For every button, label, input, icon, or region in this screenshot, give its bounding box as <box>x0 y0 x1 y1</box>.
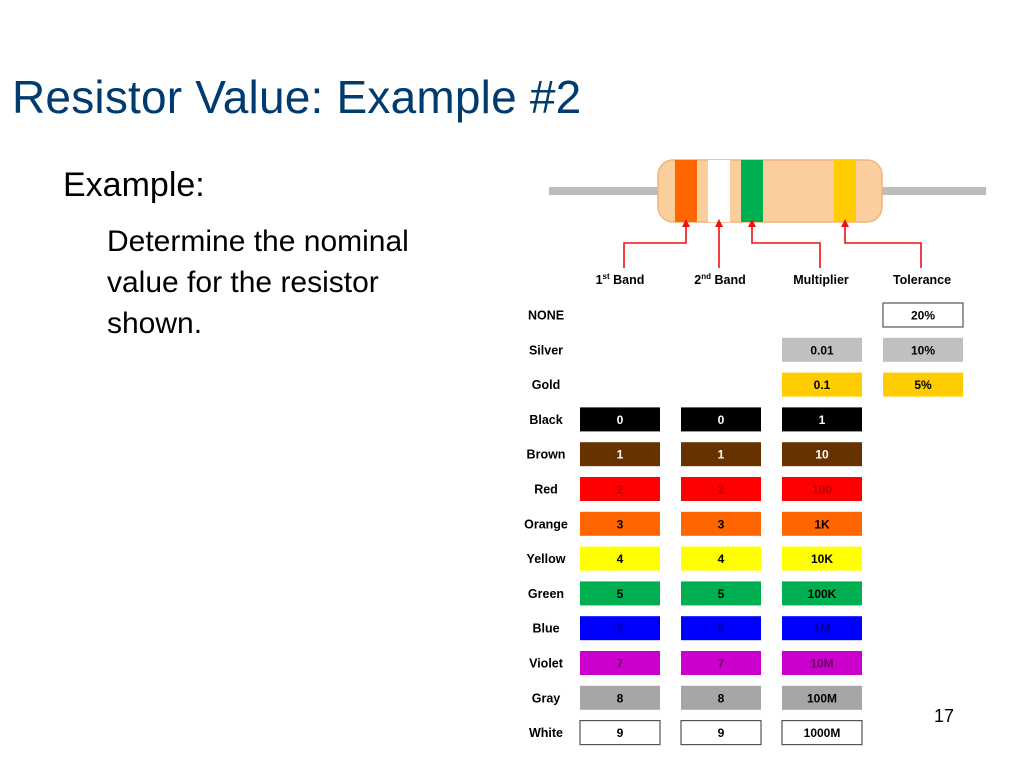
cell-value-digit1-brown: 1 <box>617 448 624 462</box>
row-label-gray: Gray <box>532 691 561 705</box>
cell-value-digit1-black: 0 <box>617 413 624 427</box>
cell-value-digit1-violet: 7 <box>617 657 624 671</box>
band-1 <box>675 160 697 222</box>
cell-value-tolerance-silver: 10% <box>911 343 935 357</box>
cell-value-digit2-white: 9 <box>718 726 725 740</box>
header-band-2: 2nd Band <box>694 272 745 287</box>
pointer-band-3 <box>752 223 820 268</box>
table-headers: 1st Band 2nd Band Multiplier Tolerance <box>596 272 952 287</box>
cell-value-tolerance-none: 20% <box>911 309 935 323</box>
cell-value-multiplier-white: 1000M <box>804 726 841 740</box>
pointer-band-1 <box>624 223 686 268</box>
left-lead <box>549 187 661 195</box>
band-2 <box>708 160 730 222</box>
band-4 <box>834 160 856 222</box>
cell-value-digit2-orange: 3 <box>718 517 725 531</box>
row-label-white: White <box>529 726 563 740</box>
band-3 <box>741 160 763 222</box>
pointer-band-4 <box>845 223 921 268</box>
cell-value-digit2-gray: 8 <box>718 691 725 705</box>
cell-value-multiplier-yellow: 10K <box>811 552 833 566</box>
cell-value-multiplier-black: 1 <box>819 413 826 427</box>
cell-value-digit2-black: 0 <box>718 413 725 427</box>
cell-value-digit1-blue: 6 <box>617 622 624 636</box>
header-multiplier: Multiplier <box>793 273 849 287</box>
cell-value-multiplier-red: 100 <box>812 483 832 497</box>
cell-value-digit2-brown: 1 <box>718 448 725 462</box>
header-band-1: 1st Band <box>596 272 645 287</box>
cell-value-tolerance-gold: 5% <box>914 378 932 392</box>
header-tolerance: Tolerance <box>893 273 951 287</box>
cell-value-digit2-red: 2 <box>718 483 725 497</box>
cell-value-digit1-orange: 3 <box>617 517 624 531</box>
row-label-green: Green <box>528 587 564 601</box>
cell-value-digit2-blue: 6 <box>718 622 725 636</box>
cell-value-multiplier-gold: 0.1 <box>814 378 831 392</box>
cell-value-multiplier-brown: 10 <box>815 448 829 462</box>
resistor <box>549 160 986 222</box>
cell-value-multiplier-violet: 10M <box>810 657 833 671</box>
cell-value-digit1-green: 5 <box>617 587 624 601</box>
cell-value-digit2-violet: 7 <box>718 657 725 671</box>
cell-value-digit1-white: 9 <box>617 726 624 740</box>
cell-value-multiplier-orange: 1K <box>814 517 830 531</box>
row-label-yellow: Yellow <box>527 552 566 566</box>
cell-value-digit1-red: 2 <box>617 483 624 497</box>
row-label-brown: Brown <box>527 448 566 462</box>
cell-value-multiplier-blue: 1M <box>814 622 831 636</box>
row-label-orange: Orange <box>524 517 568 531</box>
row-label-silver: Silver <box>529 343 563 357</box>
cell-value-digit1-gray: 8 <box>617 691 624 705</box>
cell-value-digit2-green: 5 <box>718 587 725 601</box>
band-pointers <box>624 223 921 268</box>
row-label-gold: Gold <box>532 378 560 392</box>
row-label-none: NONE <box>528 309 564 323</box>
row-label-red: Red <box>534 483 558 497</box>
cell-value-multiplier-gray: 100M <box>807 691 837 705</box>
right-lead <box>879 187 986 195</box>
row-label-violet: Violet <box>529 657 564 671</box>
cell-value-digit2-yellow: 4 <box>718 552 725 566</box>
cell-value-digit1-yellow: 4 <box>617 552 624 566</box>
row-label-blue: Blue <box>532 622 559 636</box>
cell-value-multiplier-green: 100K <box>808 587 837 601</box>
row-label-black: Black <box>529 413 562 427</box>
cell-value-multiplier-silver: 0.01 <box>810 343 834 357</box>
